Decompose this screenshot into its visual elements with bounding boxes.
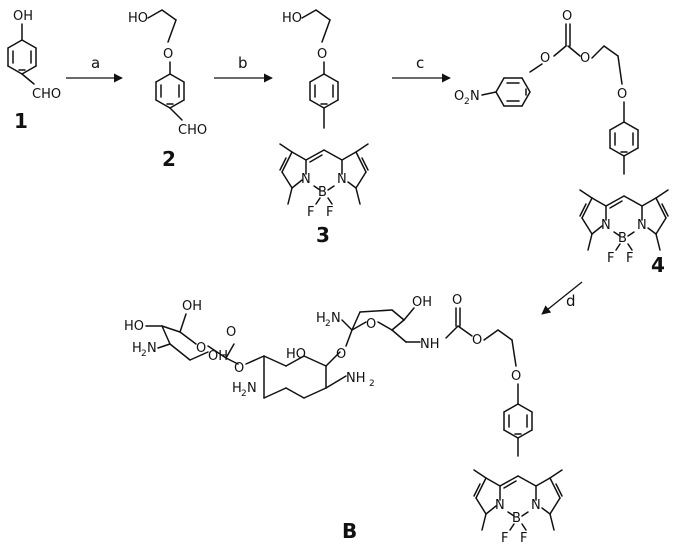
ether-oxygen-label: O	[317, 47, 327, 62]
nitrogen-label: N	[495, 498, 505, 513]
hydroxyl-label: HO	[286, 347, 306, 362]
ether-oxygen-label: O	[617, 87, 627, 102]
step-label-b: b	[238, 54, 248, 72]
compound-label-B: B	[342, 519, 357, 543]
carbonyl-oxygen-label: O	[562, 9, 572, 24]
amine-h-label: H	[132, 341, 142, 356]
step-label-c: c	[416, 54, 424, 72]
amine-n-label: N	[147, 341, 157, 356]
anomeric-label: O	[226, 325, 236, 340]
fluorine-label: F	[326, 205, 333, 220]
amine-n-label: N	[247, 381, 257, 396]
ring-oxygen-label: O	[196, 341, 206, 356]
nitrogen-label: N	[337, 172, 347, 187]
fluorine-label: F	[501, 531, 508, 546]
hydroxyl-label: HO	[124, 319, 144, 334]
amine-subscript: 2	[325, 319, 331, 329]
aldehyde-label: CHO	[178, 123, 207, 138]
carbonate-oxygen-label: O	[540, 51, 550, 66]
nitrogen-label: N	[637, 218, 647, 233]
boron-label: B	[318, 185, 327, 200]
compound-number-4: 4	[651, 253, 665, 277]
nitrogen-label: N	[531, 498, 541, 513]
carbonate-oxygen-label: O	[580, 51, 590, 66]
nitro-oxygen-label: O	[454, 89, 464, 104]
amine-label: NH	[346, 371, 366, 386]
glycosidic-oxygen-label: O	[336, 347, 346, 362]
boron-label: B	[512, 511, 521, 526]
carbamate-oxygen-label: O	[472, 333, 482, 348]
boron-label: B	[618, 231, 627, 246]
amine-h-label: H	[232, 381, 242, 396]
compound-2: HO O CHO 2	[128, 9, 207, 171]
hydroxyl-label: OH	[13, 9, 33, 24]
compound-1: OH CHO 1	[7, 9, 61, 133]
fluorine-label: F	[626, 251, 633, 266]
compound-number-1: 1	[14, 109, 28, 133]
nitro-subscript: 2	[464, 97, 470, 107]
reaction-arrow-d	[541, 281, 583, 315]
hydroxyl-label: HO	[282, 11, 302, 26]
glycosidic-oxygen-label: O	[234, 361, 244, 376]
nitro-nitrogen-label: N	[470, 89, 480, 104]
carbonyl-oxygen-label: O	[452, 293, 462, 308]
compound-4: O 2 N O O O O N N B F F 4	[454, 9, 669, 277]
nitrogen-label: N	[601, 218, 611, 233]
fluorine-label: F	[520, 531, 527, 546]
hydroxyl-label: OH	[208, 349, 228, 364]
compound-number-3: 3	[316, 223, 330, 247]
amide-nh-label: NH	[420, 337, 440, 352]
amine-n-label: N	[331, 311, 341, 326]
aldehyde-label: CHO	[32, 87, 61, 102]
amine-subscript: 2	[241, 389, 247, 399]
ether-oxygen-label: O	[511, 369, 521, 384]
compound-number-2: 2	[162, 147, 176, 171]
ring-oxygen-label: O	[366, 317, 376, 332]
amine-subscript: 2	[141, 349, 147, 359]
amine-h-label: H	[316, 311, 326, 326]
compound-B: OH O HO H 2 N OH O O HO H 2 N NH	[124, 293, 563, 546]
hydroxyl-label: OH	[182, 299, 202, 314]
ether-oxygen-label: O	[163, 47, 173, 62]
hydroxyl-label: OH	[412, 295, 432, 310]
step-label-a: a	[91, 54, 100, 72]
compound-3: HO O N N B F F 3	[279, 9, 369, 247]
step-label-d: d	[566, 292, 576, 310]
fluorine-label: F	[307, 205, 314, 220]
amine-subscript: 2	[369, 379, 375, 389]
nitrogen-label: N	[301, 172, 311, 187]
hydroxyl-label: HO	[128, 11, 148, 26]
fluorine-label: F	[607, 251, 614, 266]
